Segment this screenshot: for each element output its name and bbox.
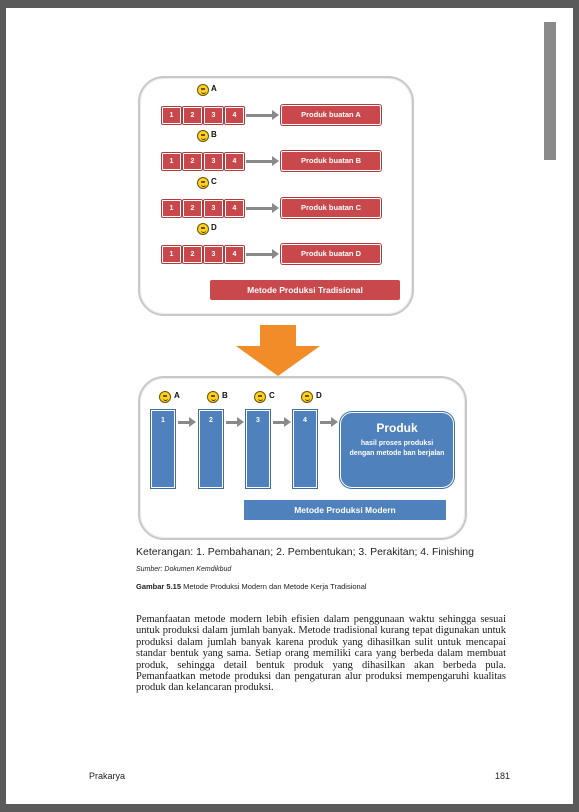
flow-arrow-icon — [331, 417, 338, 427]
process-step: 2 — [183, 246, 202, 263]
caption-sumber: Sumber: Dokumen Kemdikbud — [136, 566, 232, 573]
worker-smiley-icon — [197, 84, 209, 96]
product-box: Produk buatan C — [281, 198, 381, 218]
worker-label: D — [316, 391, 322, 400]
footer-page-number: 181 — [495, 771, 511, 781]
flow-arrow-line — [246, 160, 272, 163]
modern-product-title: Produk — [376, 421, 418, 435]
flow-arrow-line — [273, 421, 285, 424]
product-box: Produk buatan B — [281, 151, 381, 171]
worker-label: C — [211, 177, 217, 186]
flow-arrow-icon — [272, 110, 279, 120]
traditional-method-title: Metode Produksi Tradisional — [210, 280, 400, 300]
modern-method-title: Metode Produksi Modern — [244, 500, 446, 520]
process-step: 3 — [204, 153, 223, 170]
worker-label: A — [211, 84, 217, 93]
modern-product-box: Produk hasil proses produksi dengan meto… — [340, 412, 454, 488]
worker-smiley-icon — [254, 391, 266, 403]
process-step: 4 — [225, 200, 244, 217]
caption-figure: Gambar 5.15 Metode Produksi Modern dan M… — [136, 582, 367, 591]
process-step: 1 — [162, 107, 181, 124]
flow-arrow-icon — [272, 249, 279, 259]
caption-keterangan: Keterangan: 1. Pembahanan; 2. Pembentuka… — [136, 546, 474, 558]
flow-arrow-icon — [189, 417, 196, 427]
scrollbar-thumb[interactable] — [544, 22, 556, 160]
process-step: 4 — [225, 107, 244, 124]
worker-label: A — [174, 391, 180, 400]
process-step: 1 — [162, 246, 181, 263]
body-paragraph: Pemanfaatan metode modern lebih efisien … — [136, 614, 506, 694]
flow-arrow-line — [246, 114, 272, 117]
conveyor-station: 3 — [246, 410, 270, 488]
process-step: 1 — [162, 200, 181, 217]
worker-label: B — [222, 391, 228, 400]
caption-figure-text: Metode Produksi Modern dan Metode Kerja … — [181, 582, 367, 591]
conveyor-station: 1 — [151, 410, 175, 488]
product-box: Produk buatan D — [281, 244, 381, 264]
caption-figure-label: Gambar 5.15 — [136, 582, 182, 591]
process-step: 3 — [204, 200, 223, 217]
worker-smiley-icon — [301, 391, 313, 403]
process-step: 1 — [162, 153, 181, 170]
worker-smiley-icon — [197, 177, 209, 189]
flow-arrow-line — [246, 253, 272, 256]
worker-label: D — [211, 223, 217, 232]
process-step: 3 — [204, 246, 223, 263]
modern-product-desc: hasil proses produksi dengan metode ban … — [349, 440, 445, 457]
flow-arrow-icon — [237, 417, 244, 427]
process-step: 2 — [183, 153, 202, 170]
flow-arrow-line — [246, 207, 272, 210]
flow-arrow-line — [178, 421, 190, 424]
worker-label: B — [211, 130, 217, 139]
conveyor-station: 4 — [293, 410, 317, 488]
flow-arrow-line — [226, 421, 238, 424]
worker-smiley-icon — [159, 391, 171, 403]
footer-book-title: Prakarya — [89, 771, 126, 781]
worker-smiley-icon — [197, 223, 209, 235]
process-step: 4 — [225, 246, 244, 263]
flow-arrow-line — [320, 421, 332, 424]
flow-arrow-icon — [272, 156, 279, 166]
worker-label: C — [269, 391, 275, 400]
flow-arrow-icon — [272, 203, 279, 213]
flow-arrow-icon — [284, 417, 291, 427]
process-step: 2 — [183, 107, 202, 124]
process-step: 4 — [225, 153, 244, 170]
process-step: 2 — [183, 200, 202, 217]
worker-smiley-icon — [197, 130, 209, 142]
conveyor-station: 2 — [199, 410, 223, 488]
worker-smiley-icon — [207, 391, 219, 403]
process-step: 3 — [204, 107, 223, 124]
transition-arrow-icon — [236, 346, 320, 376]
product-box: Produk buatan A — [281, 105, 381, 125]
transition-arrow-body — [260, 325, 296, 347]
